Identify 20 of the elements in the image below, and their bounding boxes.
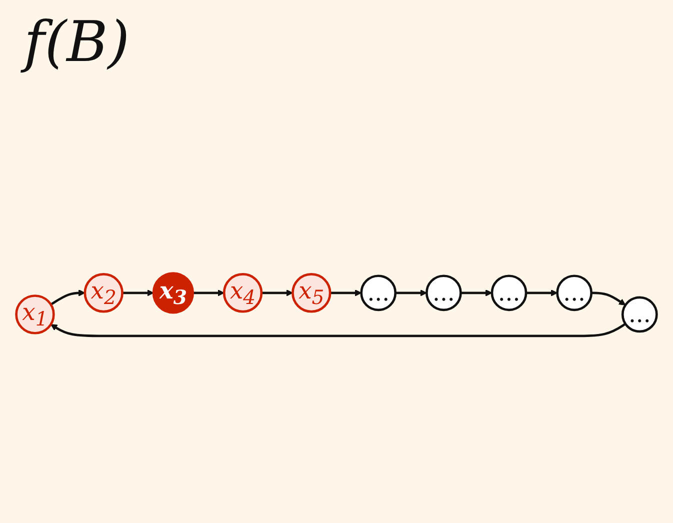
arrow — [460, 290, 492, 297]
node-circle: ... — [425, 275, 462, 312]
arrow — [395, 290, 427, 297]
node-circle: ... — [490, 275, 528, 312]
node-circle: ... — [621, 296, 658, 334]
node-circle: x$_{3}$ — [152, 272, 194, 314]
arrow — [261, 290, 294, 297]
node-circle: ... — [360, 275, 397, 312]
node-circle: x$_{1}$ — [15, 294, 55, 335]
arrow — [192, 290, 224, 297]
arrow — [50, 290, 86, 306]
node-circle: ... — [556, 275, 593, 312]
arrow — [526, 290, 558, 297]
arrow — [50, 323, 626, 338]
node-circle: x$_{4}$ — [222, 273, 263, 314]
node-circle: x$_{5}$ — [292, 273, 332, 314]
node-circle: x$_{2}$ — [84, 273, 124, 314]
arrow — [330, 290, 362, 297]
arrow — [122, 290, 154, 297]
arrow — [591, 292, 626, 306]
